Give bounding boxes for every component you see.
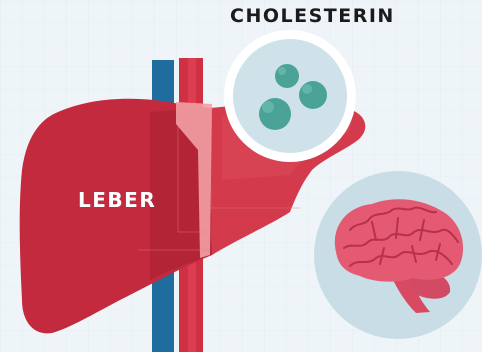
particle-highlight (262, 101, 274, 113)
brain-icon (314, 171, 482, 339)
cholesterol-circle (233, 39, 347, 153)
particle-highlight (278, 67, 286, 75)
particle-highlight (302, 84, 312, 94)
cholesterol-label: CHOLESTERIN (230, 5, 395, 27)
liver-label: LEBER (78, 188, 156, 212)
cholesterol-particle (275, 64, 299, 88)
cholesterol-molecule-icon (224, 30, 356, 162)
cholesterol-particle (299, 81, 327, 109)
